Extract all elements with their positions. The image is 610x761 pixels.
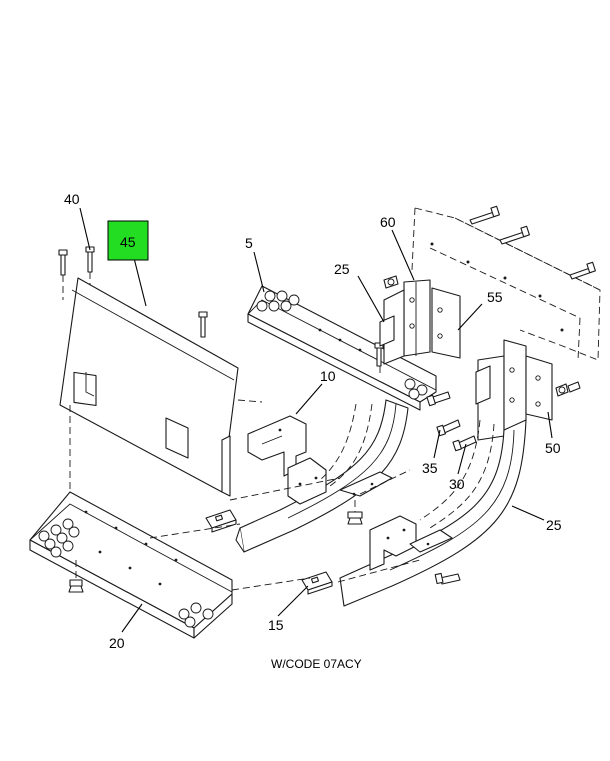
callout-10: 10 — [320, 368, 336, 384]
nut-lower — [347, 500, 363, 525]
callout-55: 55 — [487, 289, 503, 305]
highlight-box-45 — [107, 220, 149, 261]
crossmember-upper — [411, 207, 601, 361]
shield-plate-45 — [59, 277, 263, 497]
callout-25-upper: 25 — [334, 261, 350, 277]
callout-labels: 40 45 5 60 25 55 10 50 35 30 25 15 20 — [64, 191, 562, 651]
bolts-35-30 — [426, 391, 477, 452]
alignment-lines — [149, 469, 421, 591]
callout-5: 5 — [245, 235, 253, 251]
figure-caption: W/CODE 07ACY — [271, 657, 362, 671]
callout-30: 30 — [449, 476, 465, 492]
plates-15 — [205, 509, 333, 595]
callout-50: 50 — [545, 440, 561, 456]
callout-60: 60 — [380, 214, 396, 230]
crossmember-20 — [29, 491, 233, 639]
bolt-on-rail — [374, 342, 384, 376]
leader-lines — [79, 207, 553, 633]
callout-40: 40 — [64, 191, 80, 207]
callout-15: 15 — [268, 617, 284, 633]
bolt-group-upper — [469, 205, 596, 280]
bolt-lower-right — [434, 572, 461, 585]
callout-25-lower: 25 — [546, 517, 562, 533]
bracket-60 — [379, 275, 461, 365]
frame-rail-25 — [339, 419, 527, 607]
frame-rail-10 — [235, 399, 409, 553]
bolts-40 — [58, 246, 208, 520]
callout-20: 20 — [109, 635, 125, 651]
callout-45: 45 — [120, 234, 136, 250]
nuts-lower-left — [68, 560, 84, 593]
callout-35: 35 — [422, 460, 438, 476]
bracket-50 — [475, 339, 581, 441]
